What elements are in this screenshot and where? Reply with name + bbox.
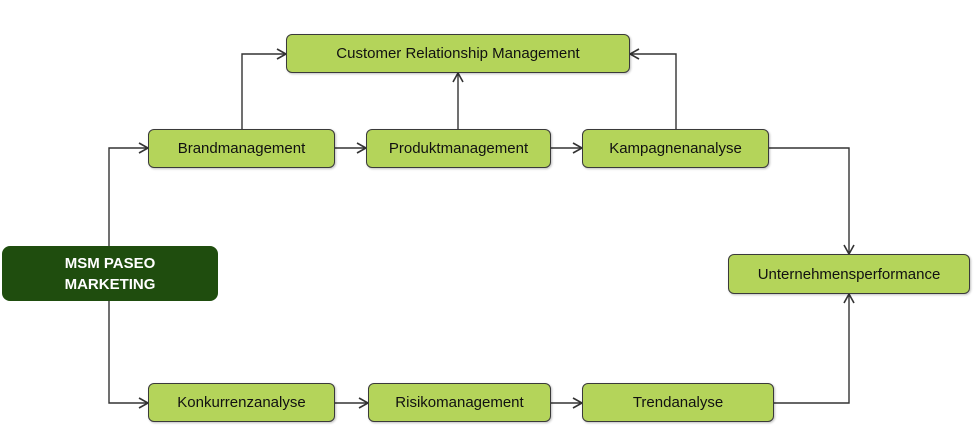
trendanalyse-node: Trendanalyse	[582, 383, 774, 422]
brandmanagement-label: Brandmanagement	[177, 140, 306, 157]
brandmanagement-node: Brandmanagement	[148, 129, 335, 168]
produktmanagement-label: Produktmanagement	[388, 140, 529, 157]
crm-node: Customer Relationship Management	[286, 34, 630, 73]
konkurrenzanalyse-label: Konkurrenzanalyse	[177, 394, 306, 411]
kampagnenanalyse-label: Kampagnenanalyse	[609, 140, 742, 157]
edge-brand-to-crm	[241, 48, 288, 129]
root-label-line2: MARKETING	[64, 275, 156, 293]
crm-label: Customer Relationship Management	[336, 45, 580, 62]
konkurrenzanalyse-node: Konkurrenzanalyse	[148, 383, 335, 422]
unternehmensperformance-node: Unternehmensperformance	[728, 254, 970, 294]
edge-root-to-konkurrenz	[108, 301, 150, 409]
produktmanagement-node: Produktmanagement	[366, 129, 551, 168]
unternehmensperformance-label: Unternehmensperformance	[757, 265, 941, 283]
trendanalyse-label: Trendanalyse	[632, 394, 724, 411]
risikomanagement-node: Risikomanagement	[368, 383, 551, 422]
edge-root-to-brand	[108, 142, 150, 246]
edge-kampagne-to-performance	[769, 147, 855, 256]
edge-trend-to-performance	[774, 292, 855, 404]
root-label-line1: MSM PASEO	[64, 254, 156, 272]
kampagnenanalyse-node: Kampagnenanalyse	[582, 129, 769, 168]
risikomanagement-label: Risikomanagement	[395, 394, 524, 411]
edge-kampagne-to-crm	[628, 48, 677, 129]
root-node: MSM PASEO MARKETING	[2, 246, 218, 301]
